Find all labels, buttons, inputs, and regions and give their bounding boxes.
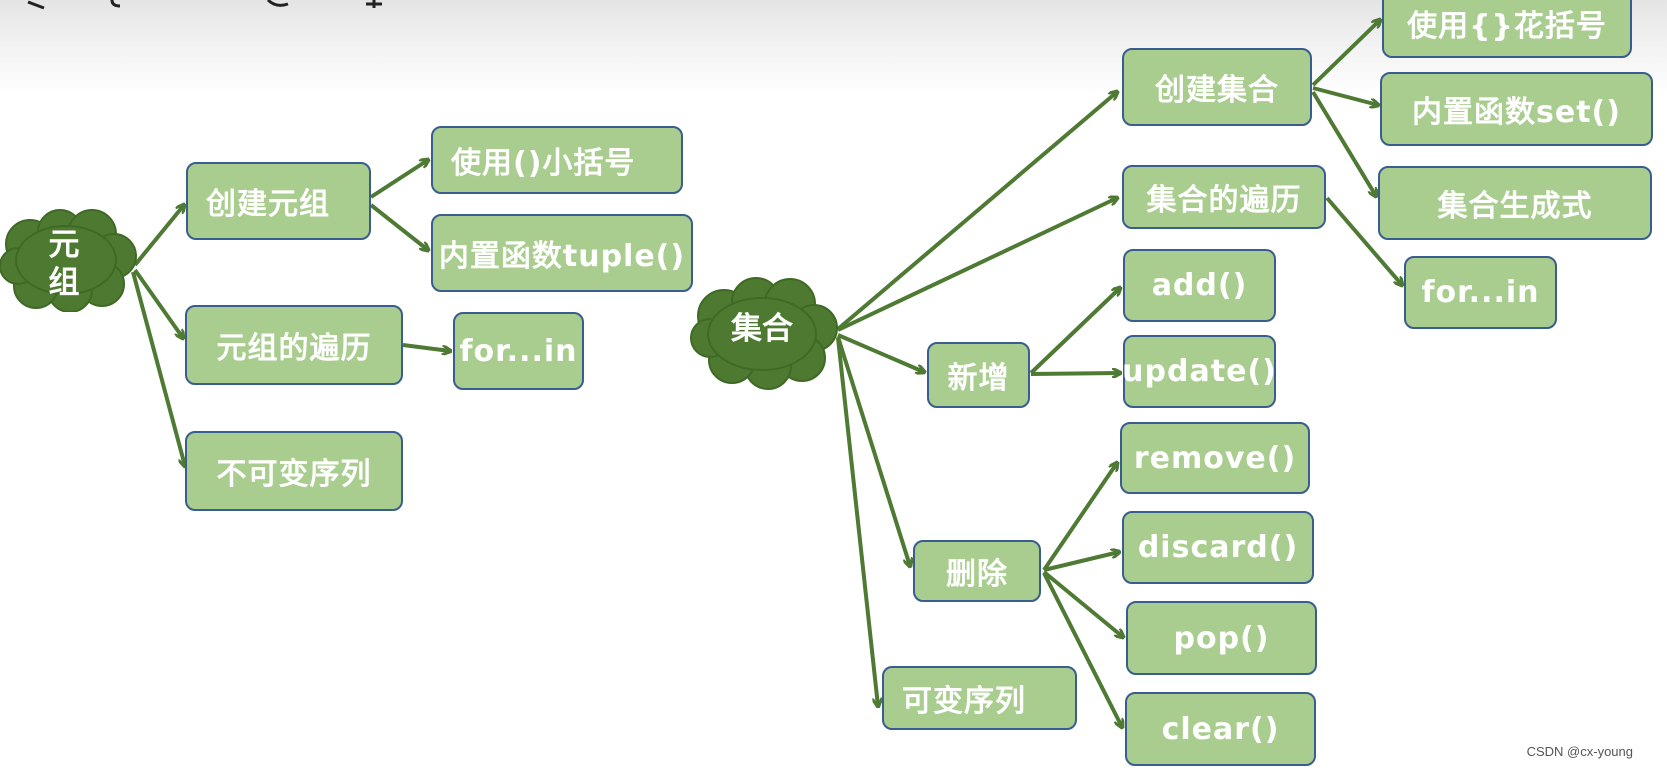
set-clear-method-node: clear() — [1125, 692, 1316, 766]
set-create-comprehension-node: 集合生成式 — [1378, 166, 1652, 240]
tuple-create-builtin-node: 内置函数tuple() — [431, 214, 693, 292]
arrow-create-to-builtin-set — [1312, 86, 1378, 105]
cropped-title-fragment — [27, 0, 382, 10]
arrow-set-to-create — [836, 92, 1117, 331]
tuple-immutable-node: 不可变序列 — [185, 431, 403, 511]
arrow-tuple-to-create — [133, 205, 184, 267]
set-mutable-node: 可变序列 — [882, 666, 1077, 730]
tuple-root-char-2: 组 — [48, 265, 80, 301]
set-pop-method-node: pop() — [1126, 601, 1317, 675]
arrow-tuple-to-immutable — [131, 271, 185, 466]
arrow-set-to-traverse — [837, 198, 1117, 332]
set-traverse-forin-node: for...in — [1404, 256, 1557, 329]
set-root-label: 集合 — [731, 311, 793, 347]
set-create-brace-node: 使用{}花括号 — [1382, 0, 1632, 58]
csdn-watermark: CSDN @cx-young — [1526, 744, 1633, 759]
arrow-set-to-mutable — [836, 337, 878, 706]
set-create-builtin-node: 内置函数set() — [1380, 72, 1653, 146]
tuple-traverse-node: 元组的遍历 — [185, 305, 403, 385]
arrow-create-to-paren — [369, 160, 428, 199]
arrow-set-to-add — [837, 333, 924, 372]
arrow-traverse-to-forin — [402, 343, 450, 351]
arrow-delete-to-clear — [1042, 572, 1122, 727]
tuple-create-paren-node: 使用()小括号 — [431, 126, 683, 194]
tuple-root-label: 元 组 — [44, 226, 84, 302]
arrow-create-to-builtin — [369, 203, 428, 250]
set-create-node: 创建集合 — [1122, 48, 1312, 126]
set-add-node: 新增 — [927, 342, 1030, 408]
set-update-method-node: update() — [1122, 335, 1276, 408]
arrow-set-to-delete — [836, 336, 910, 566]
arrow-delete-to-remove — [1042, 463, 1117, 572]
set-discard-method-node: discard() — [1122, 511, 1314, 584]
arrow-create-to-brace — [1311, 20, 1380, 87]
set-traverse-node: 集合的遍历 — [1122, 165, 1326, 229]
set-remove-method-node: remove() — [1120, 422, 1310, 494]
set-add-method-node: add() — [1123, 249, 1276, 322]
arrow-delete-to-pop — [1042, 570, 1123, 637]
set-delete-node: 删除 — [913, 540, 1041, 602]
tuple-create-node: 创建元组 — [186, 162, 371, 240]
arrow-create-to-comprehension — [1311, 90, 1376, 196]
arrow-delete-to-discard — [1043, 552, 1119, 572]
arrow-add-to-update — [1030, 373, 1120, 374]
arrow-traverse-to-forin-set — [1325, 196, 1402, 285]
set-cloud-shape — [690, 277, 838, 390]
tuple-traverse-forin-node: for...in — [453, 312, 584, 390]
arrow-tuple-to-traverse — [133, 268, 183, 338]
arrow-add-to-add — [1029, 288, 1120, 375]
tuple-cloud-shape — [0, 209, 137, 312]
tuple-root-char-1: 元 — [48, 227, 80, 263]
